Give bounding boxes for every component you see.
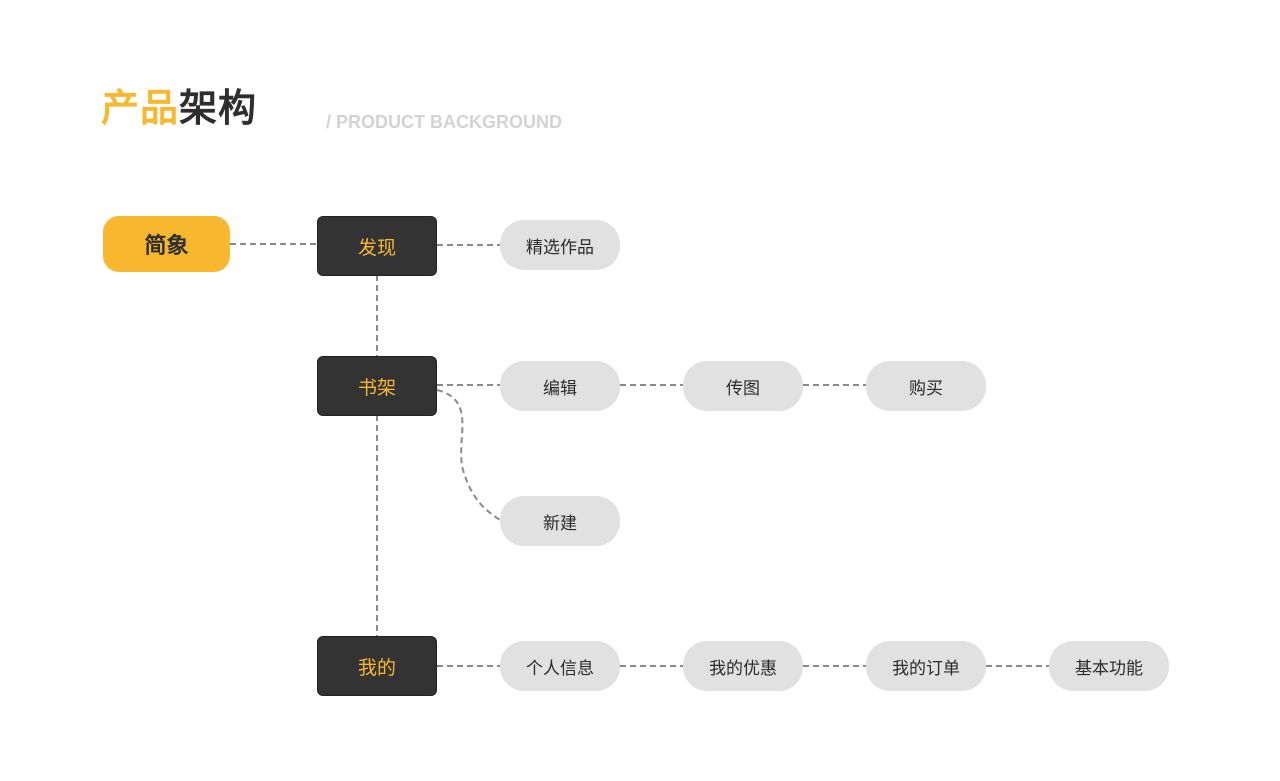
leaf-featured-works: 精选作品 xyxy=(500,220,620,270)
page-subtitle: / PRODUCT BACKGROUND xyxy=(326,112,562,132)
leaf-new: 新建 xyxy=(500,496,620,546)
title-accent: 产品 xyxy=(101,86,180,130)
root-node: 简象 xyxy=(103,216,230,272)
connector-bookshelf-new xyxy=(436,389,501,521)
category-mine: 我的 xyxy=(317,636,437,696)
category-discover: 发现 xyxy=(317,216,437,276)
category-bookshelf: 书架 xyxy=(317,356,437,416)
leaf-my-orders: 我的订单 xyxy=(866,641,986,691)
leaf-my-discounts: 我的优惠 xyxy=(683,641,803,691)
leaf-basic-functions: 基本功能 xyxy=(1049,641,1169,691)
page-title: 产品架构 xyxy=(101,84,257,132)
leaf-purchase: 购买 xyxy=(866,361,986,411)
leaf-upload-image: 传图 xyxy=(683,361,803,411)
leaf-personal-info: 个人信息 xyxy=(500,641,620,691)
leaf-edit: 编辑 xyxy=(500,361,620,411)
title-main: 架构 xyxy=(179,86,258,130)
